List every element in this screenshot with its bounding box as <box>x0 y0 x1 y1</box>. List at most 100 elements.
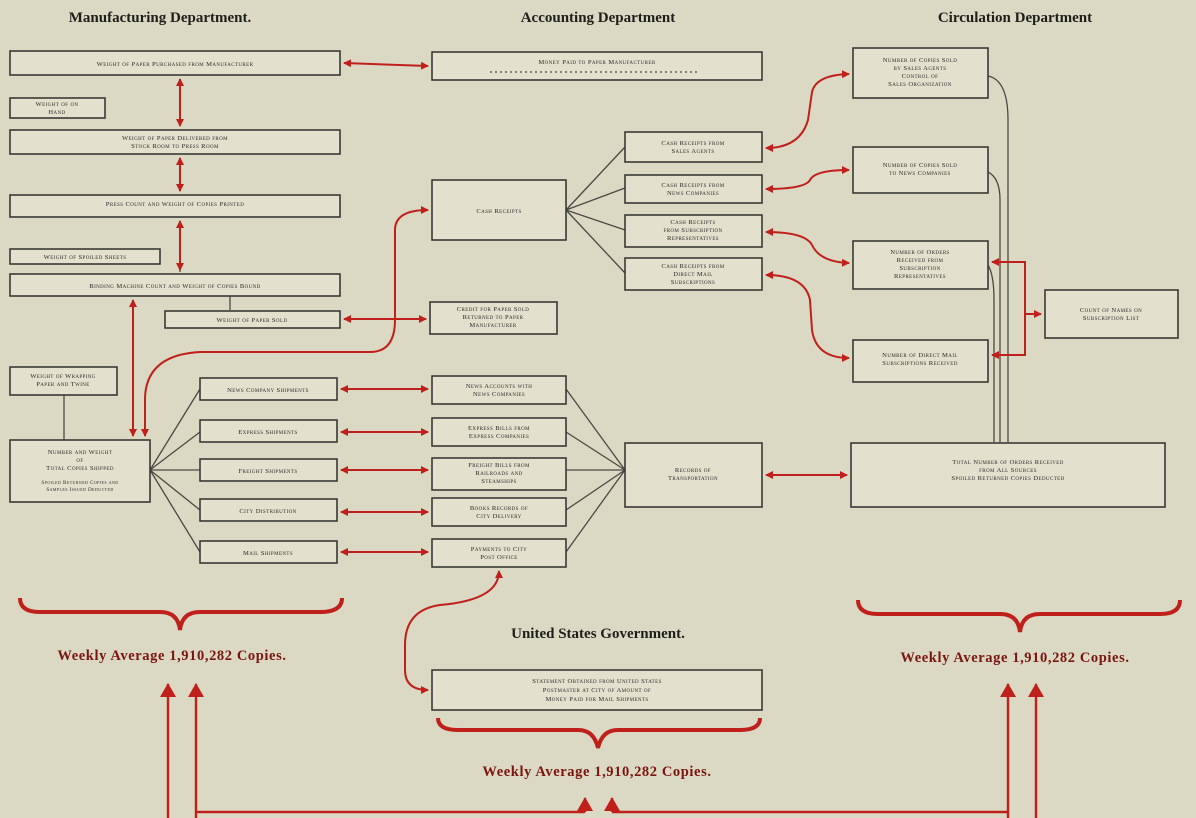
box-cash-receipts: Cash Receipts <box>431 179 567 241</box>
svg-text:Weight of Paper Purchased from: Weight of Paper Purchased from Manufactu… <box>97 61 254 68</box>
box-line: Mail Shipments <box>243 550 293 557</box>
svg-text:Express Shipments: Express Shipments <box>238 429 298 436</box>
box-line: Number of Orders <box>890 249 950 256</box>
box-line: City Delivery <box>476 513 521 520</box>
box-line: Weight of Wrapping <box>30 373 96 380</box>
box-line: Freight Shipments <box>238 468 297 475</box>
box-line: Money Paid for Mail Shipments <box>545 696 648 703</box>
svg-text:Binding Machine Count and Weig: Binding Machine Count and Weight of Copi… <box>89 283 260 290</box>
box-line: Cash Receipts <box>670 219 715 226</box>
box-line: Direct Mail <box>673 271 712 278</box>
box-press-count: Press Count and Weight of Copies Printed <box>9 194 341 218</box>
box-line: Spoiled Returned Copies and <box>41 480 118 486</box>
box-line: Weight of Paper Purchased from Manufactu… <box>97 61 254 68</box>
svg-text:Press Count and Weight of Copi: Press Count and Weight of Copies Printed <box>106 201 244 208</box>
box-line: Cash Receipts <box>476 208 521 215</box>
box-line: Cash Receipts from <box>661 182 724 189</box>
box-line: Cash Receipts from <box>661 263 724 270</box>
box-line: from Subscription <box>663 227 722 234</box>
box-line: Express Shipments <box>238 429 298 436</box>
circulation-header: Circulation Department <box>938 10 1092 26</box>
box-freight-shipments: Freight Shipments <box>199 458 338 482</box>
box-line: of <box>76 457 83 464</box>
weekly-average-manufacturing: Weekly Average 1,910,282 Copies. <box>57 648 286 664</box>
box-city-distribution: City Distribution <box>199 498 338 522</box>
manufacturing-header: Manufacturing Department. <box>69 10 252 26</box>
box-weight-purchased: Weight of Paper Purchased from Manufactu… <box>9 50 341 76</box>
box-line: Received from <box>897 257 944 264</box>
brace-government <box>436 717 762 749</box>
box-line: Books Records of <box>470 505 528 512</box>
box-line: by Sales Agents <box>894 65 947 72</box>
box-line: Records of <box>675 467 711 474</box>
box-line: Post Office <box>480 554 518 561</box>
svg-text:News Company Shipments: News Company Shipments <box>227 387 309 394</box>
accounting-header: Accounting Department <box>521 10 676 26</box>
box-line: Transportation <box>668 475 718 482</box>
box-line: City Distribution <box>239 508 296 515</box>
svg-text:Statement Obtained from United: Statement Obtained from United StatesPos… <box>532 678 662 703</box>
box-line: Sales Organization <box>888 81 952 88</box>
box-line: Steamships <box>481 478 516 485</box>
box-line: News Companies <box>473 391 525 398</box>
svg-text:Weight of Spoiled Sheets: Weight of Spoiled Sheets <box>44 254 127 261</box>
brace-circulation <box>856 599 1182 633</box>
government-header: United States Government. <box>511 626 685 642</box>
box-line: Weight of Spoiled Sheets <box>44 254 127 261</box>
box-line: Representatives <box>894 273 946 280</box>
weekly-average-circulation: Weekly Average 1,910,282 Copies. <box>900 650 1129 666</box>
box-mail-shipments: Mail Shipments <box>199 540 338 564</box>
box-line: Subscription <box>899 265 940 272</box>
box-line: Count of Names on <box>1080 307 1142 314</box>
box-line: Spoiled Returned Copies Deducted <box>951 475 1064 482</box>
box-line: Number of Copies Sold <box>883 162 958 169</box>
box-line: Postmaster at City of Amount of <box>543 687 651 694</box>
weekly-average-government: Weekly Average 1,910,282 Copies. <box>482 764 711 780</box>
box-line: Subscription List <box>1083 315 1139 322</box>
box-line: Freight Bills from <box>468 462 530 469</box>
box-line: from All Sources <box>979 467 1037 474</box>
box-money-paid: Money Paid to Paper Manufacturer <box>431 51 763 81</box>
box-line: Number and Weight <box>48 449 113 456</box>
box-weight-returned: Weight of Paper Sold <box>164 310 341 329</box>
svg-text:Mail Shipments: Mail Shipments <box>243 550 293 557</box>
svg-text:Cash Receipts: Cash Receipts <box>476 208 521 215</box>
box-line: Hand <box>48 109 65 116</box>
box-line: Number of Copies Sold <box>883 57 958 64</box>
brace-manufacturing <box>18 597 344 631</box>
box-line: Credit for Paper Sold <box>457 306 530 313</box>
box-line: Manufacturer <box>469 322 517 329</box>
box-weight-spoiled: Weight of Spoiled Sheets <box>9 248 161 265</box>
box-express-shipments: Express Shipments <box>199 419 338 443</box>
box-line: News Accounts with <box>466 383 533 390</box>
box-line: Stock Room to Press Room <box>131 143 219 150</box>
svg-text:Freight Shipments: Freight Shipments <box>238 468 297 475</box>
box-line: Representatives <box>667 235 719 242</box>
